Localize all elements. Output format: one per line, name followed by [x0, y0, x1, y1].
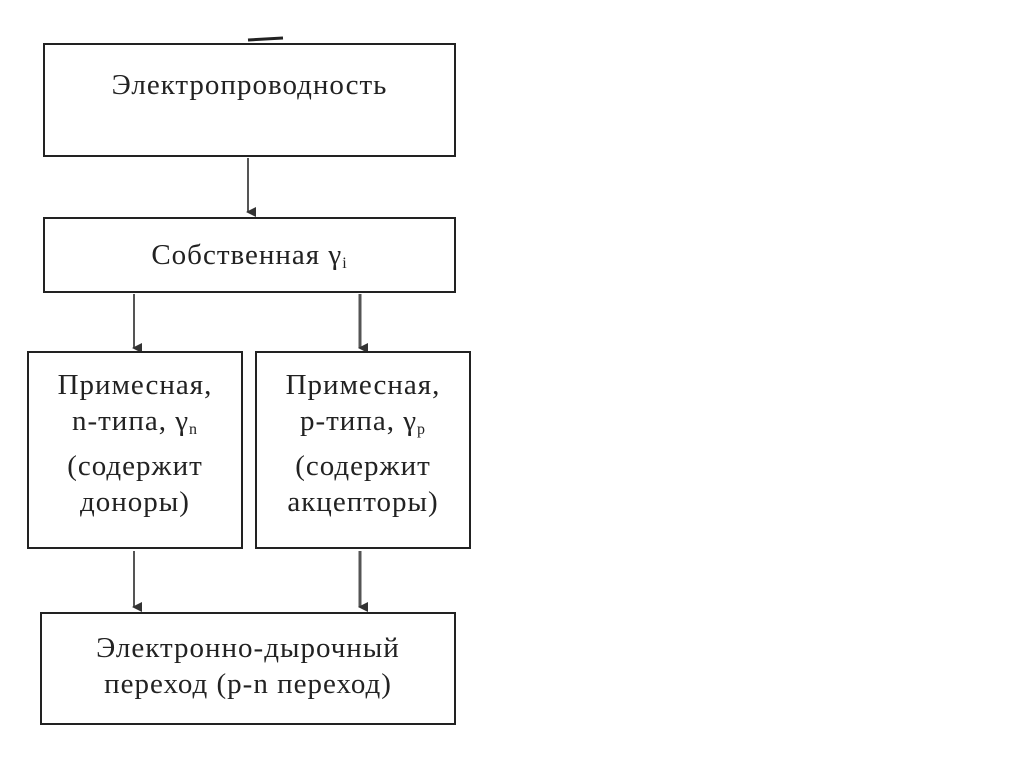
node-n-type: Примесная, n-типа, γn (содержит доноры) [27, 351, 243, 549]
line: Примесная, [57, 369, 213, 401]
line: n-типа, γn [71, 405, 199, 438]
node-label: Электропроводность [111, 69, 388, 101]
line: доноры) [80, 486, 190, 518]
node-electroconductivity: Электропроводность [43, 43, 456, 157]
node-pn-junction: Электронно-дырочный переход (р-n переход… [40, 612, 456, 725]
line: р-типа, γp [299, 405, 427, 438]
node-p-type: Примесная, р-типа, γp (содержит акцептор… [255, 351, 471, 549]
line: Электронно-дырочный [96, 632, 400, 664]
line: акцепторы) [287, 486, 439, 518]
node-intrinsic: Собственная γi [43, 217, 456, 293]
decorative-mark [247, 36, 284, 42]
node-label: Собственная γi [151, 239, 348, 272]
line: (содержит [295, 450, 431, 482]
line: переход (р-n переход) [104, 668, 392, 700]
line: (содержит [67, 450, 203, 482]
line: Примесная, [285, 369, 441, 401]
